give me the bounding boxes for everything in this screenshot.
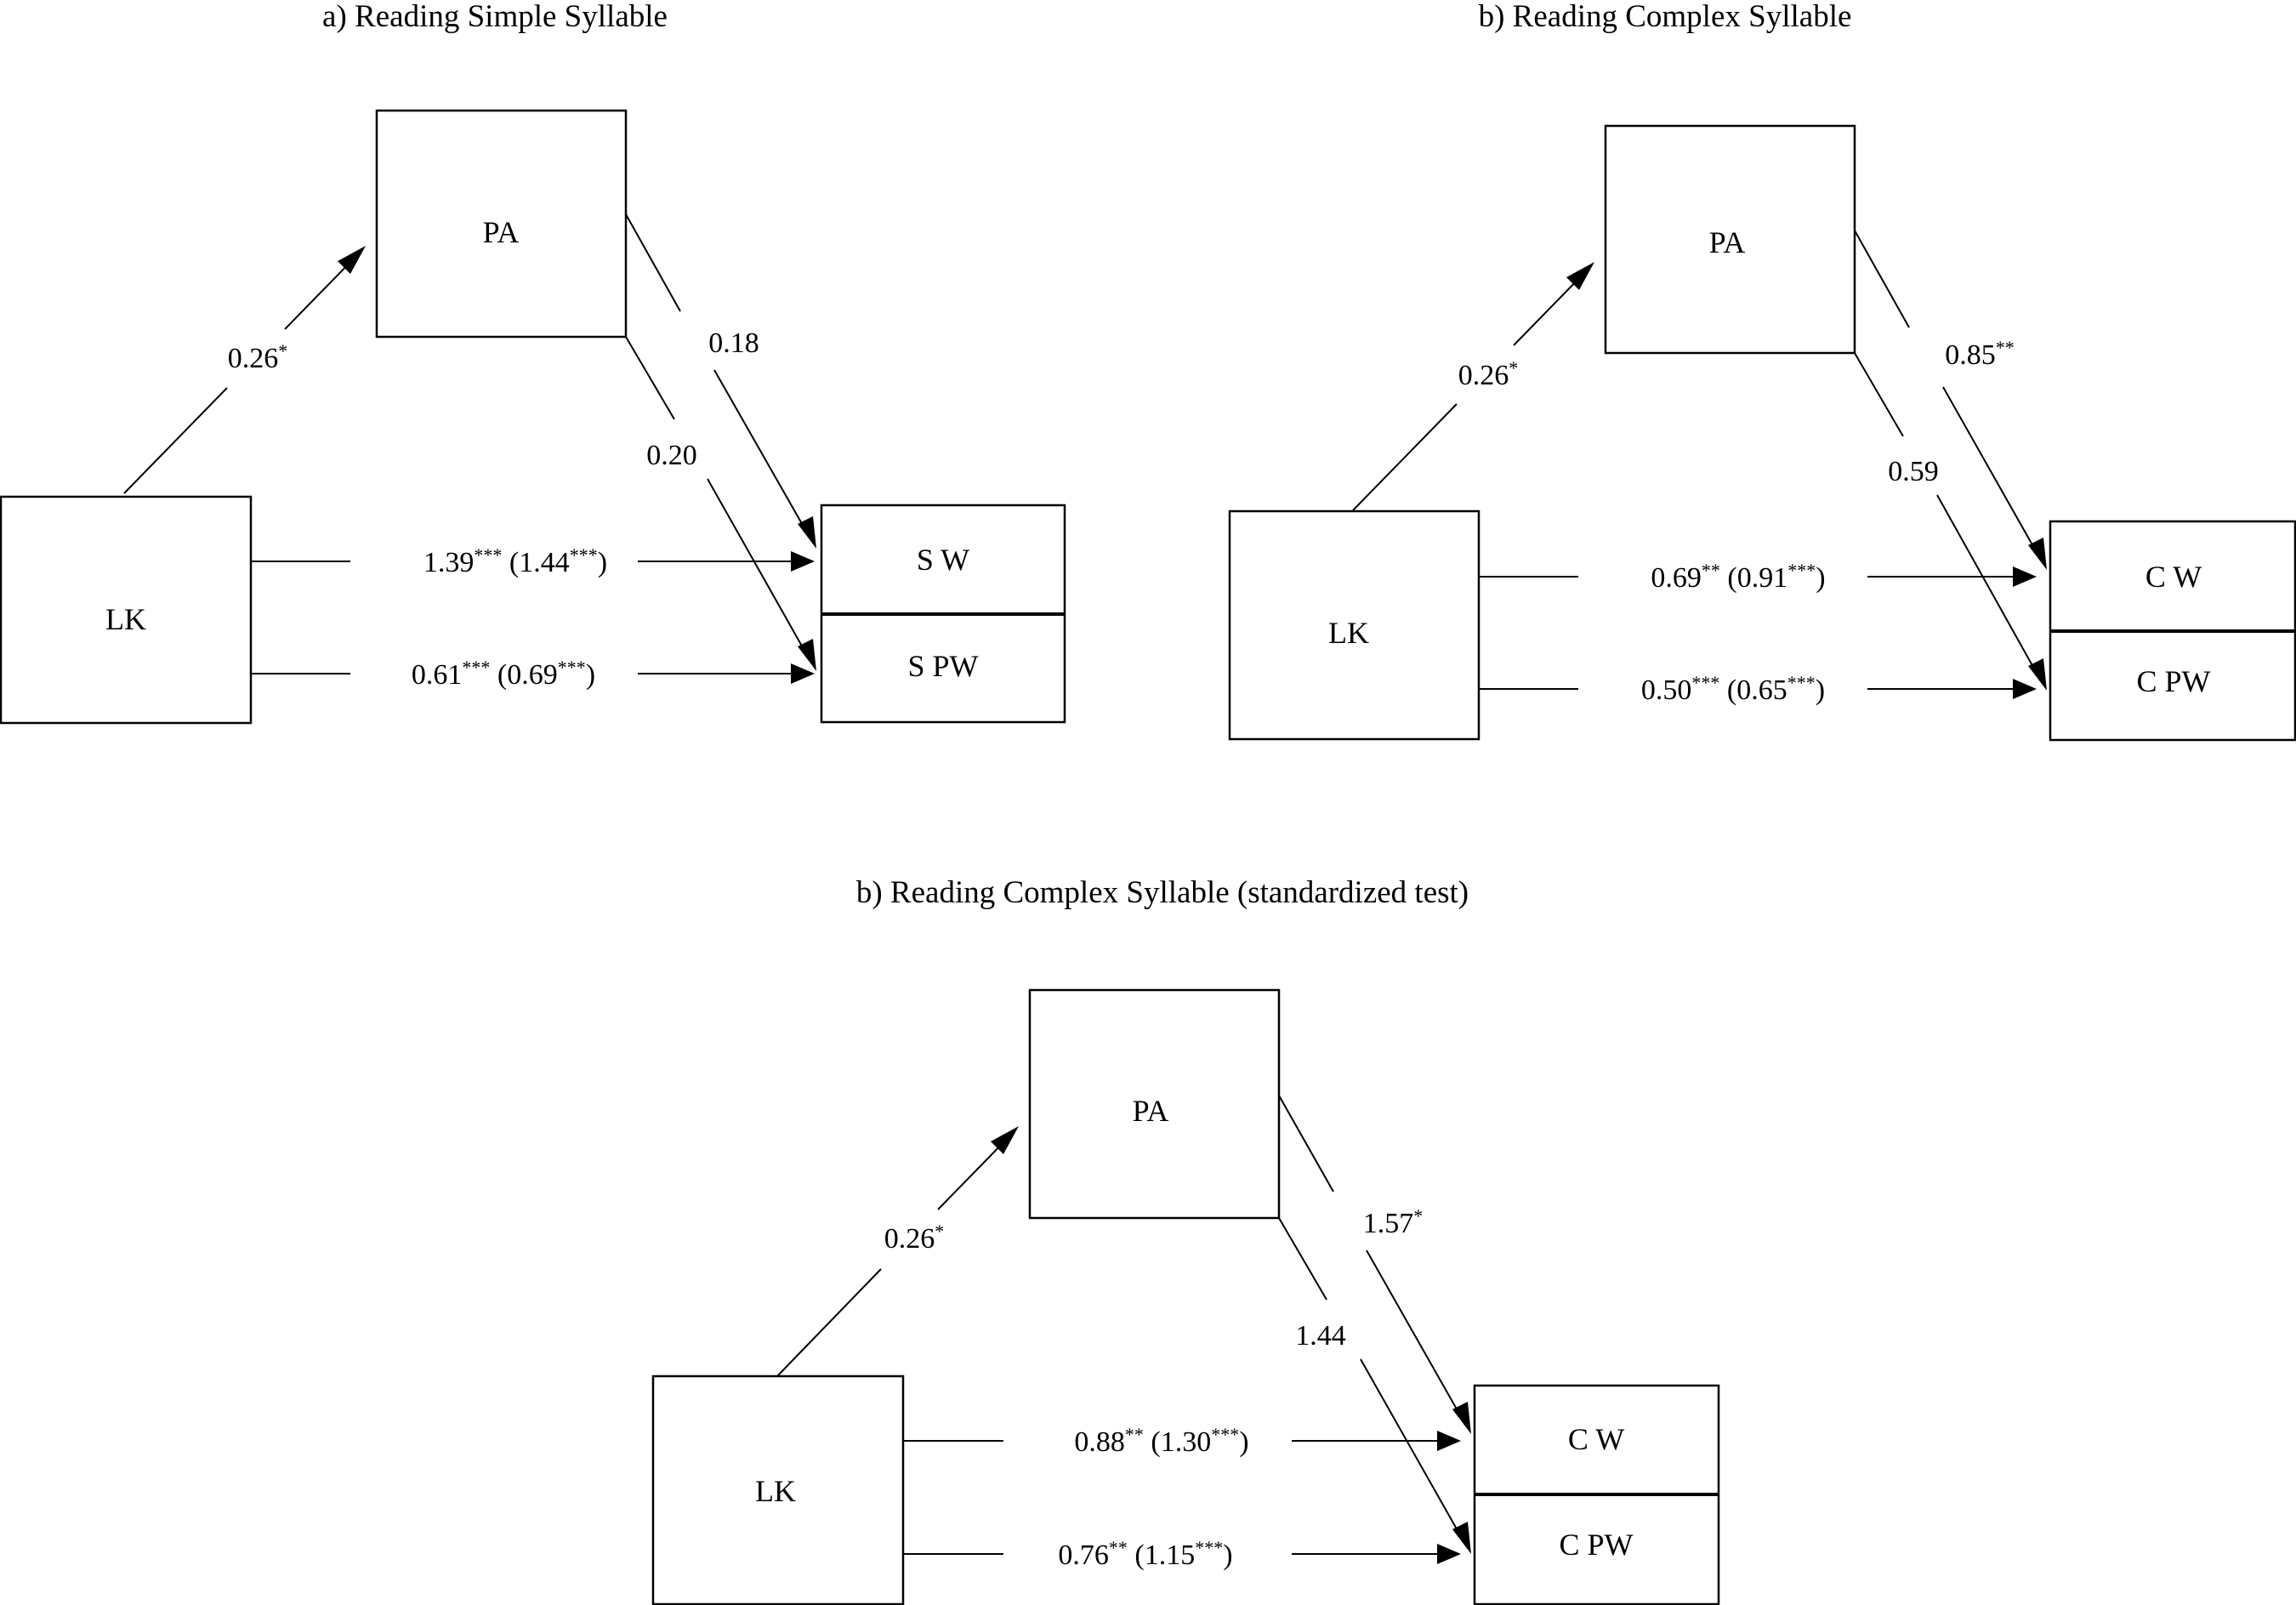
arrowhead-lk-pa <box>338 246 366 274</box>
arrowhead-lk-outcome-top <box>791 551 815 572</box>
arrowhead-lk-pa <box>991 1126 1019 1154</box>
coef-lk-outcome-top: 1.39*** (1.44***) <box>423 544 607 578</box>
edge-pa-outcome-bottom-segment <box>1936 494 2039 677</box>
coef-pa-outcome-top: 0.85** <box>1945 337 2015 371</box>
edge-lk-pa-segment <box>1513 272 1585 346</box>
panel-title: b) Reading Complex Syllable (standardize… <box>856 875 1469 910</box>
edge-lk-pa-segment <box>937 1136 1009 1210</box>
edge-pa-outcome-bottom-segment <box>625 336 675 420</box>
edge-lk-pa-segment <box>1352 403 1458 511</box>
arrowhead-pa-outcome-top <box>2028 538 2047 570</box>
node-box-lk <box>1228 509 1480 741</box>
node-label-lk: LK <box>105 602 146 636</box>
node-label-outcome-top: C W <box>2145 560 2202 594</box>
panel-c: b) Reading Complex Syllable (standardize… <box>651 875 1720 1605</box>
coef-lk-outcome-bottom: 0.76** (1.15***) <box>1058 1537 1232 1571</box>
panel-title: b) Reading Complex Syllable <box>1479 0 1852 34</box>
edge-pa-outcome-top-segment <box>1942 386 2039 556</box>
node-box-pa <box>1604 124 1856 355</box>
node-label-outcome-bottom: S PW <box>907 649 978 683</box>
edge-pa-outcome-bottom-segment <box>1278 1217 1327 1301</box>
node-label-lk: LK <box>1328 616 1369 650</box>
edge-pa-outcome-top-segment <box>1854 230 1910 328</box>
arrowhead-lk-outcome-top <box>1437 1431 1461 1451</box>
node-label-outcome-bottom: C PW <box>1559 1528 1633 1562</box>
arrowhead-lk-outcome-top <box>2013 566 2037 587</box>
node-label-pa: PA <box>483 215 520 249</box>
node-label-outcome-top: C W <box>1568 1422 1624 1456</box>
node-box-pa <box>375 109 628 339</box>
node-box-pa <box>1028 988 1281 1220</box>
edge-pa-outcome-top-segment <box>625 213 681 312</box>
edge-lk-pa-segment <box>284 256 356 330</box>
edge-pa-outcome-bottom-segment <box>1854 352 1904 437</box>
edge-lk-pa-segment <box>776 1268 882 1377</box>
coef-pa-outcome-bottom: 0.59 <box>1888 456 1939 487</box>
edge-pa-outcome-bottom-segment <box>707 478 809 657</box>
node-box-lk <box>0 495 253 725</box>
node-label-outcome-bottom: C PW <box>2136 664 2210 698</box>
arrowhead-pa-outcome-top <box>1452 1402 1471 1434</box>
edge-pa-outcome-top-segment <box>713 369 809 535</box>
node-box-lk <box>651 1374 905 1605</box>
panel-b: b) Reading Complex Syllable PA LK C W C … <box>1228 0 2296 742</box>
arrowhead-lk-outcome-bottom <box>791 663 815 684</box>
coef-lk-outcome-bottom: 0.50*** (0.65***) <box>1641 672 1825 706</box>
edge-pa-outcome-top-segment <box>1366 1249 1463 1420</box>
coef-lk-pa: 0.26* <box>884 1221 945 1255</box>
arrowhead-lk-outcome-bottom <box>1437 1544 1461 1564</box>
edge-pa-outcome-top-segment <box>1278 1095 1334 1192</box>
node-label-pa: PA <box>1133 1094 1169 1128</box>
arrowhead-pa-outcome-bottom <box>798 639 816 671</box>
coef-lk-outcome-top: 0.69** (0.91***) <box>1651 560 1825 594</box>
coef-pa-outcome-top: 0.18 <box>708 327 759 359</box>
coef-lk-pa: 0.26* <box>1458 357 1519 391</box>
arrowhead-lk-pa <box>1566 262 1594 290</box>
coef-pa-outcome-bottom: 0.20 <box>646 440 697 471</box>
node-label-outcome-top: S W <box>917 543 969 577</box>
arrowhead-lk-outcome-bottom <box>2013 679 2037 699</box>
coef-lk-outcome-top: 0.88** (1.30***) <box>1074 1424 1248 1458</box>
coef-pa-outcome-bottom: 1.44 <box>1295 1320 1346 1352</box>
arrowhead-pa-outcome-top <box>798 516 816 549</box>
coef-lk-pa: 0.26* <box>228 340 288 374</box>
panel-a: a) Reading Simple Syllable PA LK S W S P… <box>0 0 1066 725</box>
arrowhead-pa-outcome-bottom <box>1452 1522 1471 1554</box>
node-label-lk: LK <box>755 1474 796 1508</box>
coef-pa-outcome-top: 1.57* <box>1363 1205 1424 1239</box>
coef-lk-outcome-bottom: 0.61*** (0.69***) <box>412 657 595 691</box>
edge-lk-pa-segment <box>123 387 228 494</box>
node-label-pa: PA <box>1709 225 1746 259</box>
panel-title: a) Reading Simple Syllable <box>322 0 668 34</box>
edge-pa-outcome-bottom-segment <box>1360 1358 1463 1540</box>
arrowhead-pa-outcome-bottom <box>2028 658 2047 691</box>
